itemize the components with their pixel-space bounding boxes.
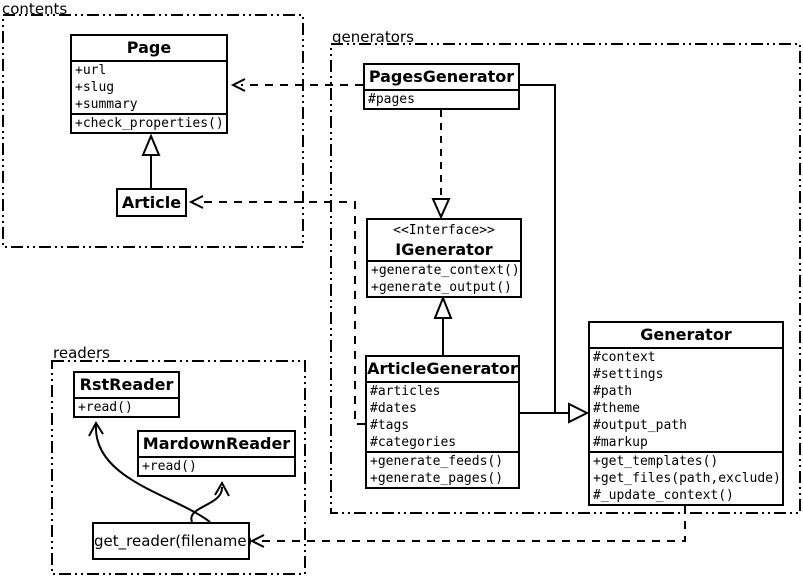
class-rstreader: RstReader +read() [73,371,180,418]
attribute: #categories [370,435,457,450]
class-generator-attributes: #context #settings #path #theme #output_… [590,347,782,451]
class-pagesgenerator-title: PagesGenerator [368,67,515,86]
class-igenerator: <<Interface>> IGenerator +generate_conte… [366,218,522,298]
method: +generate_pages() [370,471,504,486]
method: +read() [78,400,133,415]
class-igenerator-title: IGenerator [395,240,493,259]
class-article-title: Article [121,193,182,212]
package-label-readers: readers [53,344,110,362]
class-rstreader-methods: +read() [75,397,178,416]
package-contents-border [2,14,304,248]
attribute: +url [75,63,107,78]
class-mardownreader-methods: +read() [139,456,294,475]
attribute: #context [593,350,656,365]
attribute: +summary [75,97,138,112]
edge-generator-uses-getreader [258,506,686,542]
class-mardownreader: MardownReader +read() [137,430,296,477]
class-generator: Generator #context #settings #path #them… [588,321,784,506]
class-pagesgenerator-attributes: #pages [365,89,518,108]
attribute: #articles [370,384,441,399]
attribute: #pages [368,92,415,107]
attribute: #settings [593,367,664,382]
open-arrow-page [230,78,246,92]
attribute: #path [593,384,633,399]
class-article: Article [116,188,187,217]
method: +get_files(path,exclude) [593,471,781,486]
class-articlegenerator-title: ArticleGenerator [367,359,518,378]
open-arrow-getreader [249,534,265,548]
generalization-arrow-page [141,133,161,156]
edge-pagesgenerator-inherits-generator [520,84,569,414]
attribute: #dates [370,401,417,416]
class-page-title: Page [126,38,172,57]
open-arrow-article [188,195,204,209]
attribute: #output_path [593,418,687,433]
class-page-methods: +check_properties() [72,113,226,132]
class-igenerator-header: <<Interface>> IGenerator [368,220,520,260]
method: +generate_feeds() [370,454,504,469]
method: #_update_context() [593,488,734,503]
class-page: Page +url +slug +summary +check_properti… [70,34,228,134]
class-rstreader-title: RstReader [79,375,174,394]
function-get-reader: get_reader(filename) [92,522,252,560]
interface-stereotype: <<Interface>> [393,223,495,238]
generalization-arrow-igenerator [433,295,453,319]
generalization-arrow-generator [568,402,590,424]
class-generator-title: Generator [640,325,732,344]
attribute: #markup [593,435,648,450]
class-articlegenerator-attributes: #articles #dates #tags #categories [367,381,518,451]
package-label-contents: contents [2,0,68,18]
class-mardownreader-title: MardownReader [142,434,291,453]
package-readers-border [51,360,306,575]
edge-getreader-to-mardownreader [190,486,224,523]
method: +generate_output() [371,280,512,295]
open-arrow-mardownreader [214,480,230,497]
package-generators-border [330,43,801,514]
realization-arrow-igenerator [431,198,451,220]
class-igenerator-methods: +generate_context() +generate_output() [368,260,520,296]
class-generator-methods: +get_templates() +get_files(path,exclude… [590,451,782,504]
edge-getreader-to-rstreader [94,424,211,523]
method: +get_templates() [593,454,719,469]
attribute: #theme [593,401,640,416]
method: +generate_context() [371,263,520,278]
class-articlegenerator-methods: +generate_feeds() +generate_pages() [367,451,518,487]
class-page-attributes: +url +slug +summary [72,60,226,113]
open-arrow-rstreader [88,421,104,437]
class-articlegenerator: ArticleGenerator #articles #dates #tags … [365,355,520,489]
method: +check_properties() [75,116,224,131]
package-label-generators: generators [332,28,414,46]
attribute: #tags [370,418,410,433]
method: +read() [142,459,197,474]
attribute: +slug [75,80,115,95]
edge-articlegenerator-uses-article [197,201,365,425]
class-pagesgenerator: PagesGenerator #pages [363,63,520,110]
